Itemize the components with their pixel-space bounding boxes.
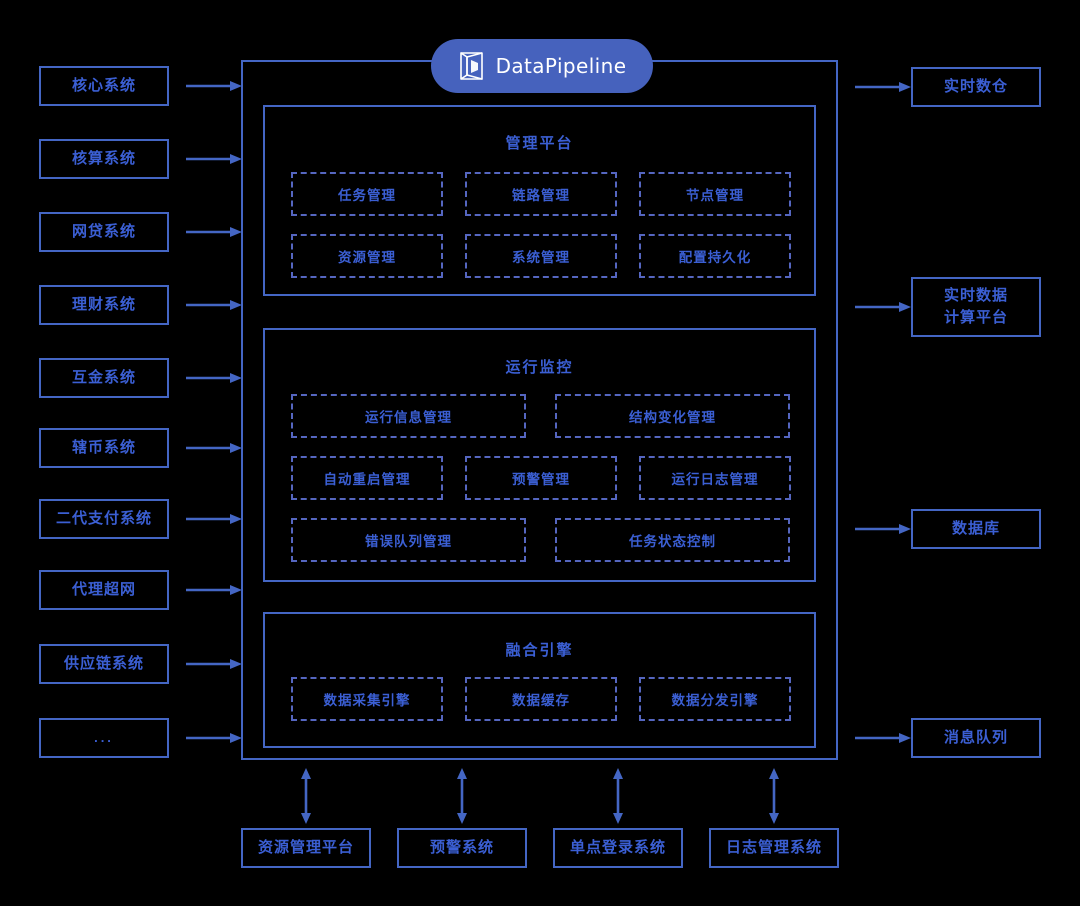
- section-fusion-engine: 融合引擎: [263, 612, 816, 748]
- module-box[interactable]: 节点管理: [639, 172, 791, 216]
- bidirectional-arrow-icon: [613, 768, 623, 824]
- module-label: 数据分发引擎: [671, 693, 759, 708]
- target-system-box[interactable]: 数据库: [911, 509, 1041, 549]
- module-label: 数据采集引擎: [323, 693, 411, 708]
- flow-arrow-right-icon: [186, 585, 242, 595]
- module-label: 任务管理: [338, 188, 396, 203]
- module-box[interactable]: 错误队列管理: [291, 518, 526, 562]
- module-label: 节点管理: [686, 188, 744, 203]
- source-system-label: 理财系统: [71, 296, 136, 314]
- module-box[interactable]: 数据缓存: [465, 677, 617, 721]
- supporting-system-label: 日志管理系统: [725, 839, 822, 857]
- module-label: 配置持久化: [678, 250, 752, 265]
- source-system-box[interactable]: 核算系统: [39, 139, 169, 179]
- datapipeline-logo: DataPipeline: [431, 39, 653, 93]
- module-box[interactable]: 数据分发引擎: [639, 677, 791, 721]
- module-label: 错误队列管理: [365, 534, 452, 549]
- module-box[interactable]: 自动重启管理: [291, 456, 443, 500]
- source-system-label: 代理超网: [71, 581, 136, 599]
- flow-arrow-right-icon: [186, 443, 242, 453]
- module-label: 任务状态控制: [629, 534, 716, 549]
- module-label: 资源管理: [338, 250, 396, 265]
- flow-arrow-right-icon: [855, 524, 911, 534]
- target-system-label: 消息队列: [943, 729, 1008, 747]
- supporting-system-box[interactable]: 单点登录系统: [553, 828, 683, 868]
- source-system-label: 核心系统: [71, 77, 136, 95]
- module-label: 预警管理: [512, 472, 570, 487]
- source-system-label: 供应链系统: [63, 655, 144, 673]
- module-label: 系统管理: [512, 250, 570, 265]
- target-system-label: 计算平台: [943, 309, 1008, 326]
- module-box[interactable]: 任务状态控制: [555, 518, 790, 562]
- flow-arrow-right-icon: [186, 300, 242, 310]
- module-box[interactable]: 任务管理: [291, 172, 443, 216]
- flow-arrow-right-icon: [186, 514, 242, 524]
- bidirectional-arrow-icon: [457, 768, 467, 824]
- flow-arrow-right-icon: [186, 373, 242, 383]
- module-box[interactable]: 资源管理: [291, 234, 443, 278]
- target-system-box[interactable]: 实时数据 计算平台: [911, 277, 1041, 337]
- section-runtime-monitoring: 运行监控: [263, 328, 816, 582]
- source-system-label: 网贷系统: [71, 223, 136, 241]
- flow-arrow-right-icon: [186, 81, 242, 91]
- flow-arrow-right-icon: [855, 733, 911, 743]
- source-system-label: 核算系统: [71, 150, 136, 168]
- target-system-box[interactable]: 消息队列: [911, 718, 1041, 758]
- supporting-system-box[interactable]: 日志管理系统: [709, 828, 839, 868]
- module-box[interactable]: 运行信息管理: [291, 394, 526, 438]
- module-label: 运行信息管理: [365, 410, 452, 425]
- supporting-system-label: 单点登录系统: [569, 839, 666, 857]
- module-box[interactable]: 预警管理: [465, 456, 617, 500]
- supporting-system-label: 资源管理平台: [257, 839, 354, 857]
- source-system-box[interactable]: 供应链系统: [39, 644, 169, 684]
- target-system-box[interactable]: 实时数仓: [911, 67, 1041, 107]
- module-label: 结构变化管理: [629, 410, 716, 425]
- source-system-box[interactable]: 理财系统: [39, 285, 169, 325]
- flow-arrow-right-icon: [855, 82, 911, 92]
- flow-arrow-right-icon: [186, 659, 242, 669]
- module-label: 自动重启管理: [323, 472, 411, 487]
- flow-arrow-right-icon: [186, 227, 242, 237]
- source-system-box[interactable]: 核心系统: [39, 66, 169, 106]
- source-system-label: ...: [94, 729, 114, 745]
- source-system-box[interactable]: 代理超网: [39, 570, 169, 610]
- bidirectional-arrow-icon: [769, 768, 779, 824]
- supporting-system-label: 预警系统: [429, 839, 494, 857]
- source-system-label: 辖币系统: [71, 439, 136, 457]
- datapipeline-prism-icon: [459, 52, 483, 80]
- module-label: 运行日志管理: [671, 472, 759, 487]
- source-system-label: 二代支付系统: [55, 510, 152, 528]
- module-box[interactable]: 配置持久化: [639, 234, 791, 278]
- section-management-platform: 管理平台: [263, 105, 816, 296]
- brand-name: DataPipeline: [495, 54, 627, 78]
- flow-arrow-right-icon: [186, 154, 242, 164]
- flow-arrow-right-icon: [186, 733, 242, 743]
- flow-arrow-right-icon: [855, 302, 911, 312]
- source-system-box[interactable]: 互金系统: [39, 358, 169, 398]
- module-box[interactable]: 系统管理: [465, 234, 617, 278]
- supporting-system-box[interactable]: 预警系统: [397, 828, 527, 868]
- section-title: 融合引擎: [505, 642, 574, 659]
- source-system-label: 互金系统: [71, 369, 136, 387]
- source-system-box[interactable]: ...: [39, 718, 169, 758]
- module-box[interactable]: 链路管理: [465, 172, 617, 216]
- source-system-box[interactable]: 二代支付系统: [39, 499, 169, 539]
- target-system-label: 实时数仓: [943, 78, 1008, 96]
- source-system-box[interactable]: 网贷系统: [39, 212, 169, 252]
- module-label: 链路管理: [512, 188, 570, 203]
- module-box[interactable]: 运行日志管理: [639, 456, 791, 500]
- module-label: 数据缓存: [512, 693, 570, 708]
- bidirectional-arrow-icon: [301, 768, 311, 824]
- section-title: 运行监控: [505, 359, 574, 376]
- target-system-label: 数据库: [951, 520, 1000, 538]
- supporting-system-box[interactable]: 资源管理平台: [241, 828, 371, 868]
- source-system-box[interactable]: 辖币系统: [39, 428, 169, 468]
- module-box[interactable]: 数据采集引擎: [291, 677, 443, 721]
- target-system-label: 实时数据: [943, 287, 1008, 305]
- module-box[interactable]: 结构变化管理: [555, 394, 790, 438]
- section-title: 管理平台: [505, 135, 574, 152]
